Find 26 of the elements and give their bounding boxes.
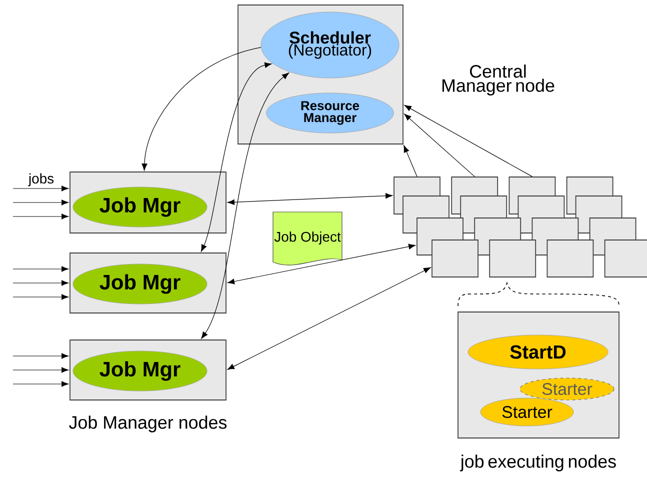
arrow (404, 145, 418, 177)
node-box (546, 240, 594, 278)
arrow (201, 72, 290, 339)
arrow (12, 353, 69, 359)
node-box (432, 240, 478, 278)
arrow (404, 114, 475, 177)
arrow (12, 294, 69, 300)
arrow (12, 367, 69, 373)
group-caption: Job Manager nodes (69, 416, 227, 432)
arrow (12, 280, 69, 286)
node-box (489, 240, 536, 278)
arrow (12, 381, 69, 387)
node-box (604, 240, 647, 278)
node-caption: job executing nodes (460, 454, 616, 472)
arrow (404, 105, 532, 177)
edge-label: jobs (27, 172, 56, 188)
arrow (12, 200, 69, 206)
arrow (142, 47, 262, 171)
arrow (227, 267, 431, 370)
node-caption: Central Manager node (442, 64, 554, 96)
arrow (200, 62, 272, 252)
arrow (227, 244, 416, 284)
arrow (12, 186, 69, 192)
arrow (227, 193, 393, 205)
arrow (12, 266, 69, 272)
arrow (12, 214, 69, 220)
